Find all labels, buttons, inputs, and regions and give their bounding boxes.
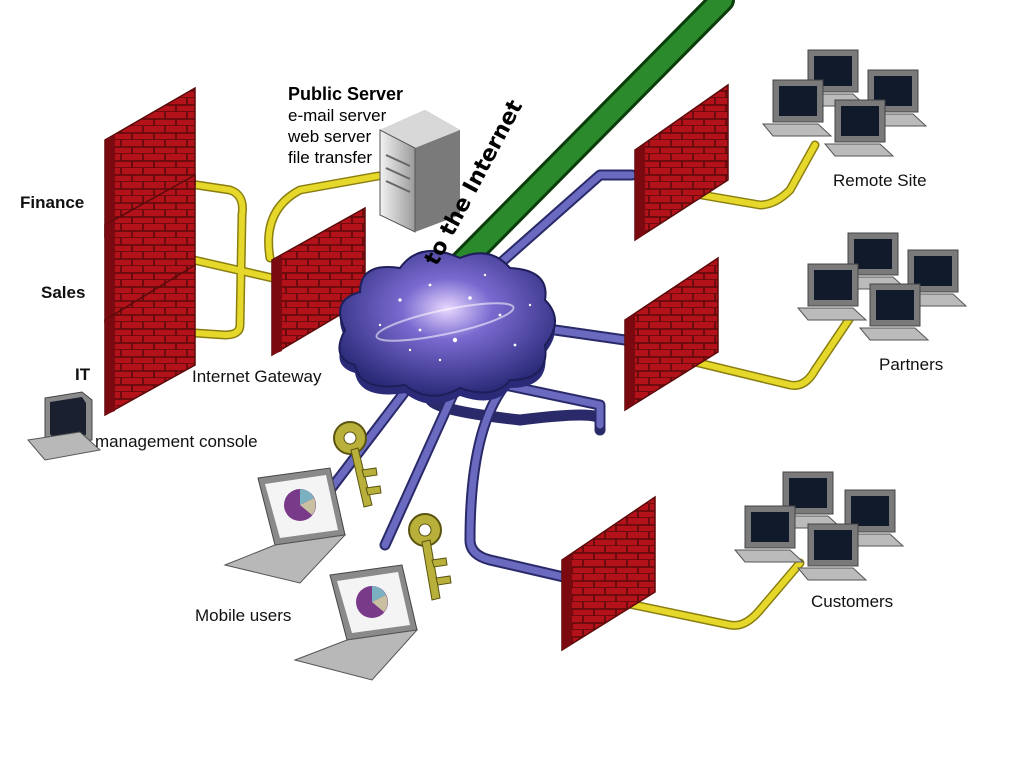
partners-computers [796, 232, 968, 341]
service-web: web server [288, 127, 372, 146]
department-label-it: IT [75, 365, 91, 384]
internet-gateway-label: Internet Gateway [192, 367, 322, 386]
firewall-it [104, 263, 196, 417]
public-server-title: Public Server [288, 84, 404, 104]
department-label-sales: Sales [41, 283, 86, 302]
firewall-customers [561, 495, 656, 652]
public-server-label: Public Server e-mail server web server f… [288, 84, 403, 168]
firewall-sales [104, 173, 196, 324]
internet-cloud [338, 250, 556, 404]
key-icon [408, 513, 452, 601]
service-file-transfer: file transfer [288, 148, 373, 167]
management-console-label: management console [95, 432, 258, 451]
department-label-finance: Finance [20, 193, 85, 212]
management-console-computer [27, 391, 102, 461]
remote-site-computers [761, 49, 928, 157]
remote-site-label: Remote Site [833, 171, 927, 190]
mobile-user-laptop-1 [223, 467, 347, 584]
partners-label: Partners [879, 355, 944, 374]
internet-backbone [427, 0, 735, 298]
firewall-partners [624, 256, 719, 412]
mobile-user-laptop-2 [293, 564, 419, 681]
key-icon [333, 421, 382, 508]
public-server-tower [379, 110, 460, 233]
customers-computers [733, 471, 905, 581]
mobile-users-label: Mobile users [195, 606, 292, 625]
firewall-remote-site [634, 83, 729, 242]
customers-label: Customers [811, 592, 894, 611]
service-email: e-mail server [288, 106, 387, 125]
